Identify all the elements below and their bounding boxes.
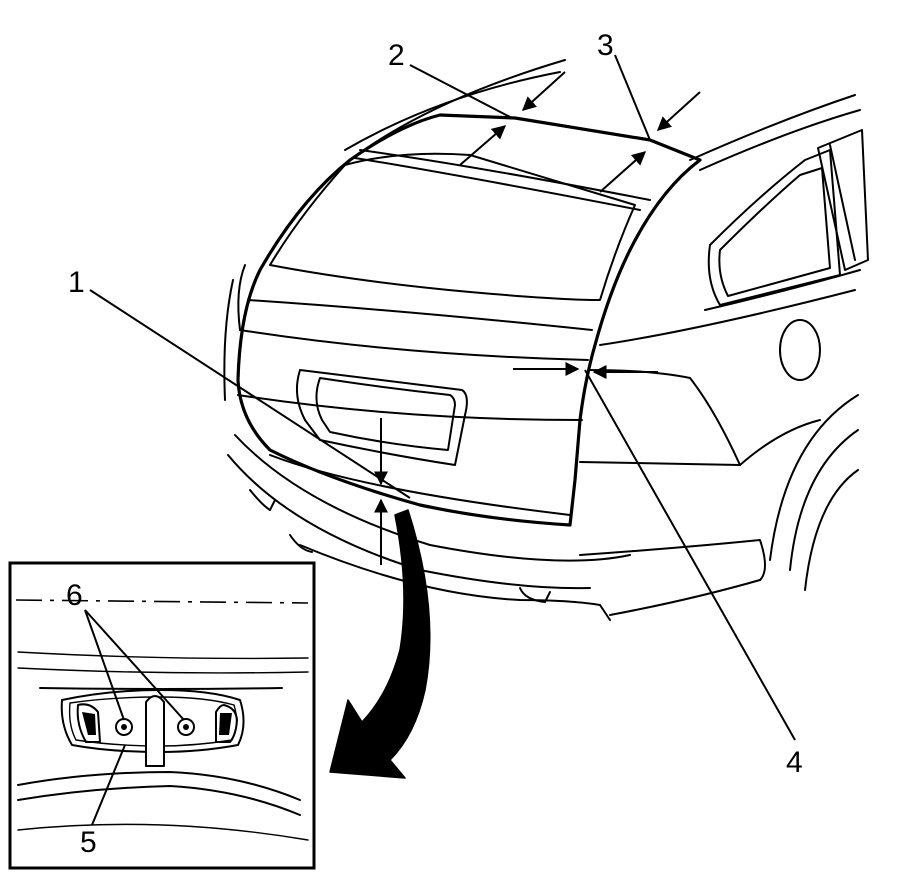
callout-3: 3 [597,29,614,62]
liftgate [236,113,702,527]
gap-arrows [374,71,701,565]
striker-detail-inset [8,561,316,870]
callout-2: 2 [388,39,405,72]
callout-4: 4 [786,746,803,779]
callout-6: 6 [66,579,83,612]
vehicle-body [223,59,869,621]
callout-5: 5 [80,826,97,859]
callout-1: 1 [68,266,85,299]
leader-lines [84,54,796,826]
detail-pointer-arrow [329,509,431,779]
